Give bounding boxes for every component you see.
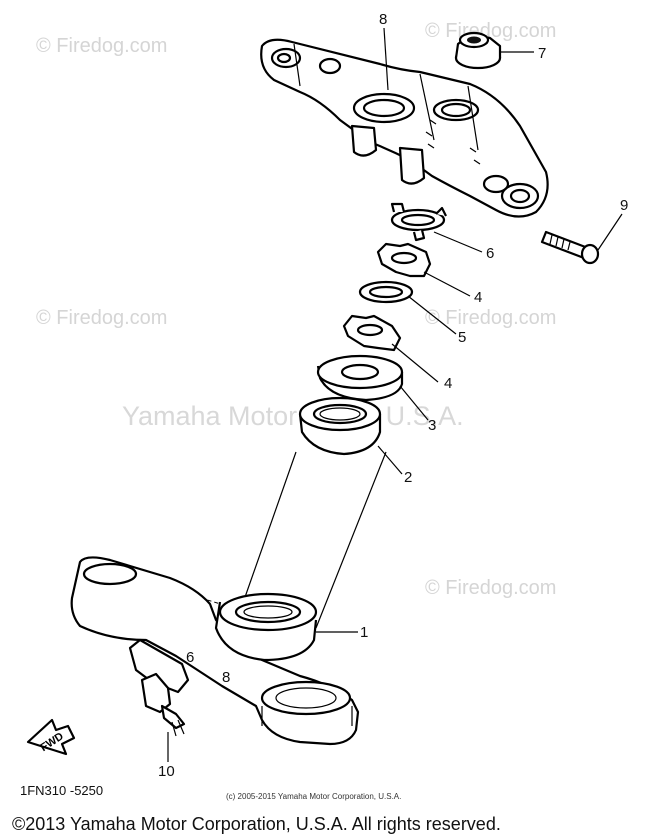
ring-nut-upper: [376, 242, 432, 278]
callout-2: 2: [404, 469, 412, 486]
callout-8-lock: 8: [222, 669, 230, 686]
callout-8: 8: [379, 11, 387, 28]
watermark-mid-left: © Firedog.com: [36, 307, 167, 329]
callout-3: 3: [428, 417, 436, 434]
callout-6-lock: 6: [186, 649, 194, 666]
small-copyright: (c) 2005-2015 Yamaha Motor Corporation, …: [226, 792, 401, 801]
footer-copyright: ©2013 Yamaha Motor Corporation, U.S.A. A…: [12, 814, 501, 834]
fwd-arrow: FWD: [26, 718, 76, 756]
part-code: 1FN310 -5250: [20, 783, 103, 798]
callout-7: 7: [538, 45, 546, 62]
ring-nut-lower: [342, 314, 402, 352]
upper-bearing: [298, 396, 382, 456]
callout-9: 9: [620, 197, 628, 214]
watermark-center: Yamaha Motor Corp., U.S.A.: [122, 401, 464, 431]
callout-1: 1: [360, 624, 368, 641]
watermark-layer: © Firedog.com © Firedog.com © Firedog.co…: [36, 20, 556, 599]
lower-bearing: [214, 592, 318, 662]
crown-nut: [454, 31, 502, 70]
upper-bracket: [260, 38, 549, 218]
steering-lock: [128, 638, 190, 737]
watermark-lower-right: © Firedog.com: [425, 577, 556, 599]
lock-washer: [390, 202, 447, 242]
callout-4-lower: 4: [444, 375, 452, 392]
callout-5: 5: [458, 329, 466, 346]
watermark-top-left: © Firedog.com: [36, 35, 167, 57]
leader-lines: [167, 27, 623, 762]
pinch-bolt: [540, 230, 600, 265]
lower-bracket: [70, 556, 360, 746]
callout-labels: 8 7 9 6 4 5 4 3 2 1 6 8 10: [158, 11, 628, 780]
bearing-cover: [316, 354, 404, 402]
rubber-washer: [358, 280, 414, 304]
watermark-top-right: © Firedog.com: [425, 20, 556, 42]
watermark-mid-right: © Firedog.com: [425, 307, 556, 329]
callout-10: 10: [158, 763, 175, 780]
callout-6: 6: [486, 245, 494, 262]
callout-4-upper: 4: [474, 289, 482, 306]
